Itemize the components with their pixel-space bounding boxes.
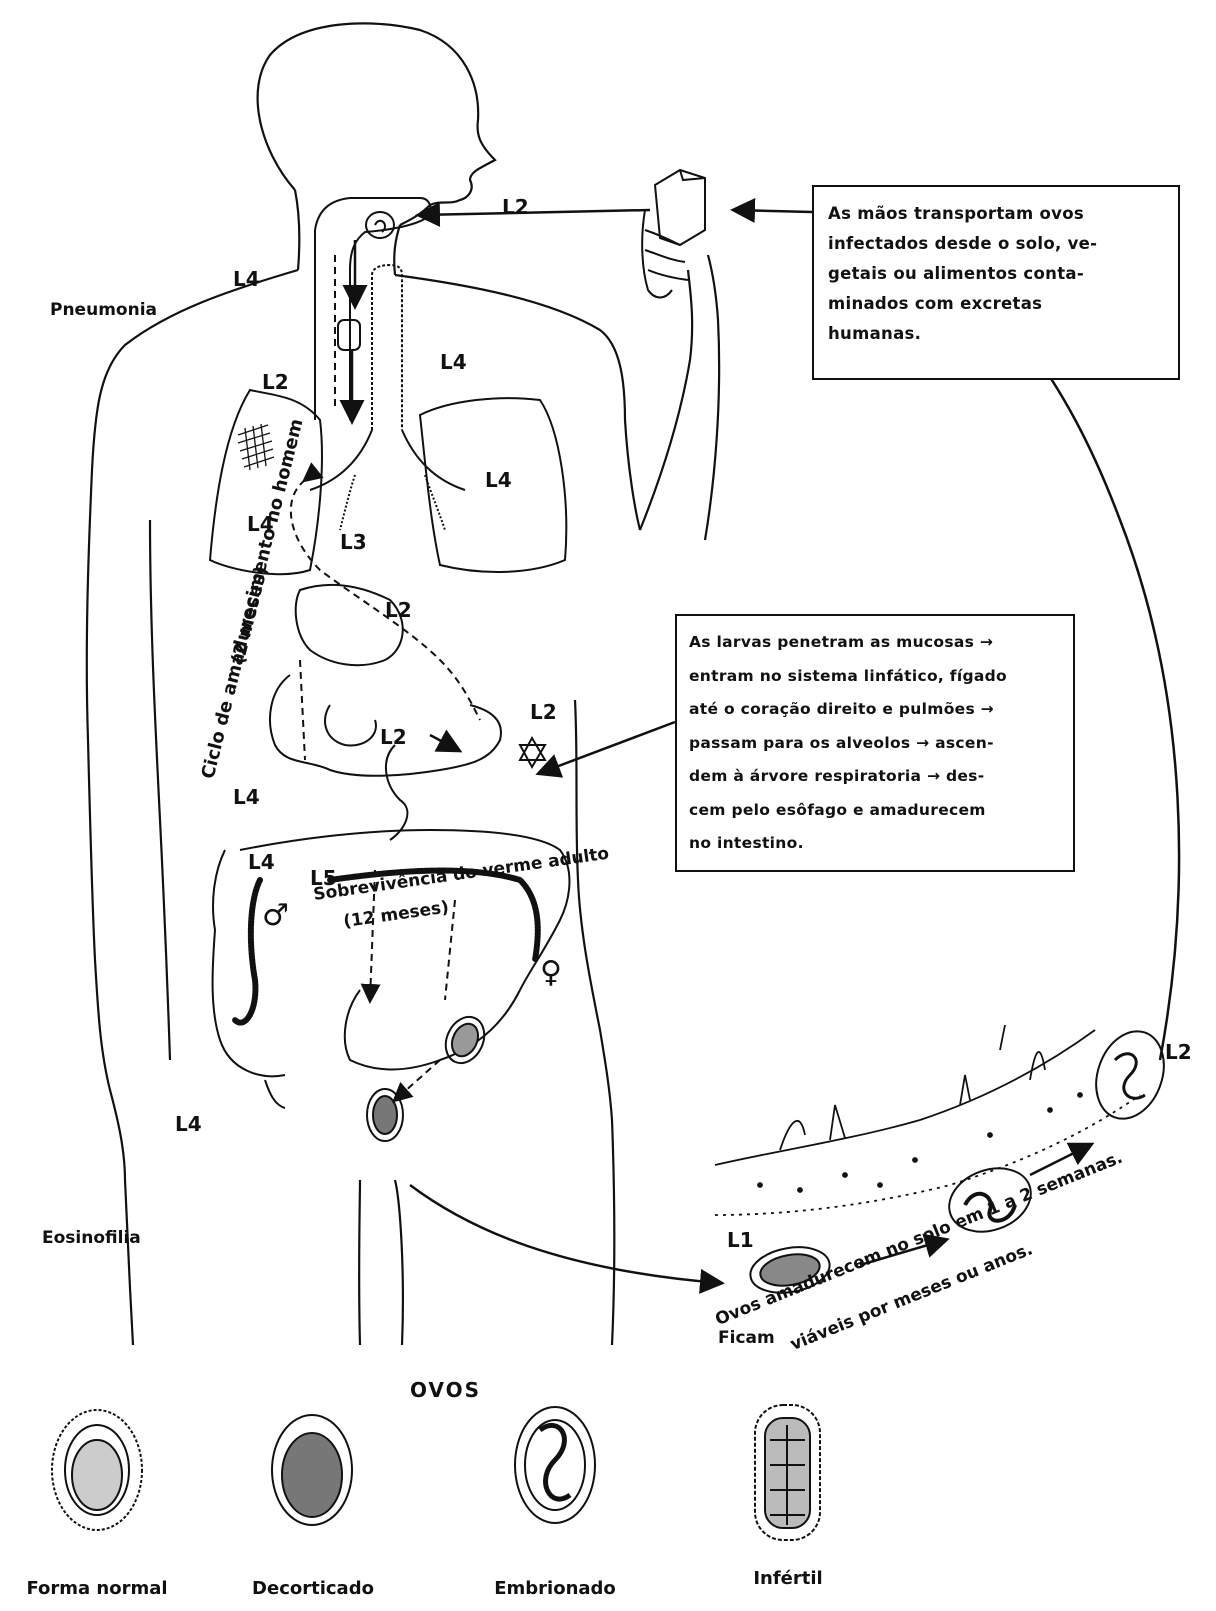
larva-label-l2-intestine: L2 bbox=[380, 725, 407, 749]
hand-drawing bbox=[642, 170, 705, 298]
egg-decorticado-drawing bbox=[272, 1415, 352, 1525]
soil-strip bbox=[715, 1025, 1140, 1215]
larva-label-l2-esophagus: L2 bbox=[262, 370, 289, 394]
egg-caption-decorticado: Decorticado bbox=[228, 1578, 398, 1599]
larvae-info-line: passam para os alveolos → ascen- bbox=[689, 727, 1061, 761]
male-symbol: ♂ bbox=[262, 898, 289, 933]
eggs-title: OVOS bbox=[410, 1378, 481, 1402]
liver bbox=[296, 585, 403, 665]
larvae-info-line: entram no sistema linfático, fígado bbox=[689, 660, 1061, 694]
larvae-info-line: cem pelo esôfago e amadurecem bbox=[689, 794, 1061, 828]
hands-info-line: As mãos transportam ovos bbox=[828, 199, 1164, 229]
egg-caption-embrionado: Embrionado bbox=[470, 1578, 640, 1599]
pneumonia-label: Pneumonia bbox=[50, 300, 157, 320]
larva-label-l4-appendix: L4 bbox=[175, 1112, 202, 1136]
egg-caption-infertil: Infértil bbox=[703, 1568, 873, 1589]
larva-label-l1: L1 bbox=[727, 1228, 754, 1252]
hands-info-line: infectados desde o solo, ve- bbox=[828, 229, 1164, 259]
egg-caption-forma-normal: Forma normal bbox=[12, 1578, 182, 1599]
larva-label-l4-colon: L4 bbox=[248, 850, 275, 874]
migration-paths bbox=[291, 255, 480, 1100]
hands-info-box: As mãos transportam ovos infectados desd… bbox=[812, 185, 1180, 380]
egg-infertil-drawing bbox=[755, 1405, 820, 1540]
pneumonia-hatch bbox=[238, 424, 274, 470]
larvae-info-box: As larvas penetram as mucosas → entram n… bbox=[675, 614, 1075, 872]
hands-info-line: minados com excretas bbox=[828, 289, 1164, 319]
egg-forma-normal-drawing bbox=[52, 1410, 142, 1530]
hands-info-line: humanas. bbox=[828, 319, 1164, 349]
larva-label-l2-soil: L2 bbox=[1165, 1040, 1192, 1064]
egg-embrionado-drawing bbox=[515, 1407, 595, 1523]
larvae-info-line: no intestino. bbox=[689, 827, 1061, 861]
larva-label-l4-lung: L4 bbox=[485, 468, 512, 492]
larvae-info-line: até o coração direito e pulmões → bbox=[689, 693, 1061, 727]
larva-label-l2-liver: L2 bbox=[385, 598, 412, 622]
larvae-info-line: As larvas penetram as mucosas → bbox=[689, 626, 1061, 660]
soil-label-line2a: Ficam bbox=[718, 1328, 775, 1348]
larva-label-l5: L5 bbox=[310, 866, 337, 890]
penetration-star-icon bbox=[520, 738, 545, 767]
larva-label-l4-throat: L4 bbox=[233, 267, 260, 291]
larva-label-l2-mucosa: L2 bbox=[530, 700, 557, 724]
hands-info-line: getais ou alimentos conta- bbox=[828, 259, 1164, 289]
larva-label-l4-lung-left: L4 bbox=[247, 512, 274, 536]
esophagus-trachea bbox=[315, 198, 431, 430]
larva-label-l4-intestine: L4 bbox=[233, 785, 260, 809]
human-body-outline bbox=[87, 23, 719, 1345]
larva-label-l3: L3 bbox=[340, 530, 367, 554]
larvae-info-line: dem à árvore respiratoria → des- bbox=[689, 760, 1061, 794]
eosinofilia-label: Eosinofilia bbox=[42, 1228, 141, 1248]
larva-label-l2-mouth: L2 bbox=[502, 195, 529, 219]
larva-label-l4-trachea: L4 bbox=[440, 350, 467, 374]
esophagus-arrows bbox=[352, 240, 458, 750]
female-symbol: ♀ bbox=[540, 955, 562, 990]
intestine-eggs bbox=[367, 1011, 491, 1141]
